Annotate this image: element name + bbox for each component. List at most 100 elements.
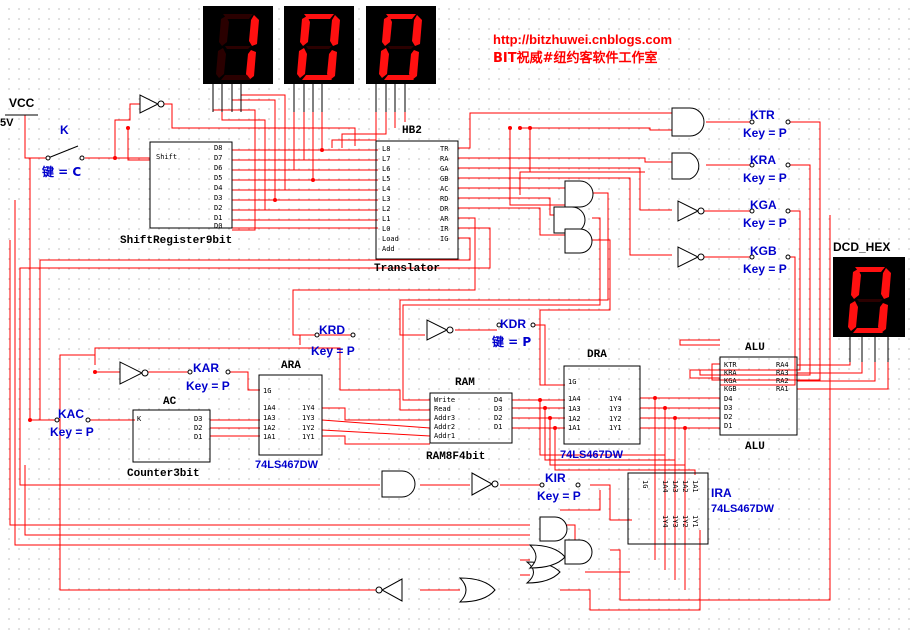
display-pins bbox=[212, 84, 889, 362]
switch-k-name[interactable]: K bbox=[60, 123, 69, 137]
or-gate-icon bbox=[458, 577, 496, 603]
switch-kdr-name[interactable]: KDR bbox=[500, 317, 526, 331]
switch-kra-name[interactable]: KRA bbox=[750, 153, 776, 167]
vcc-label: VCC bbox=[9, 96, 35, 110]
ara-caption: 74LS467DW bbox=[255, 459, 319, 471]
shift-pin: D8 bbox=[214, 144, 222, 152]
switch-krd-key: Key = P bbox=[311, 344, 355, 358]
switch-kir-name[interactable]: KIR bbox=[545, 471, 566, 485]
shift-pin-in: Shift bbox=[156, 153, 177, 161]
alu-chip: KTR KRA KGA KGB D4 D3 D2 D1 RA4 RA3 RA2 … bbox=[719, 356, 798, 436]
dra-pin: 1Y2 bbox=[609, 415, 622, 423]
seven-seg-digit-3 bbox=[366, 6, 436, 84]
switch-kgb-name[interactable]: KGB bbox=[750, 244, 777, 258]
dra-pin: 1G bbox=[568, 378, 576, 386]
switch-kar-key: Key = P bbox=[186, 379, 230, 393]
translator-chip: L8 L7 L6 L5 L4 L3 L2 L1 L0 Load Add TR R… bbox=[375, 140, 459, 260]
alu-pin: RA2 bbox=[776, 377, 789, 385]
ira-pin: 1Y1 bbox=[691, 515, 699, 528]
counter-chip: K D3 D2 D1 bbox=[132, 409, 211, 463]
and-gate-icon bbox=[539, 516, 568, 542]
switch-ktr-name[interactable]: KTR bbox=[750, 108, 775, 122]
not-gate-icon bbox=[471, 472, 499, 496]
ram-pin: D2 bbox=[494, 414, 502, 422]
shift-pin: D1 bbox=[214, 214, 222, 222]
switch-kra-key: Key = P bbox=[743, 171, 787, 185]
seven-seg-digit-2 bbox=[284, 6, 354, 84]
alu-pin: D4 bbox=[724, 395, 732, 403]
translator-pin: L3 bbox=[382, 195, 390, 203]
not-gate-icon bbox=[119, 361, 149, 385]
logic-gates bbox=[119, 94, 705, 603]
shift-pin: D4 bbox=[214, 184, 222, 192]
seven-seg-hex-display bbox=[833, 257, 905, 337]
translator-pin: TR bbox=[440, 145, 449, 153]
translator-pin: RA bbox=[440, 155, 449, 163]
alu-pin: KTR bbox=[724, 361, 737, 369]
junction-dots bbox=[28, 126, 687, 430]
translator-caption: Translator bbox=[374, 263, 440, 275]
dra-pin: 1Y4 bbox=[609, 395, 622, 403]
switch-kac-key: Key = P bbox=[50, 425, 94, 439]
not-gate-icon bbox=[426, 319, 454, 341]
not-gate-icon bbox=[375, 578, 403, 602]
and-gate-icon bbox=[564, 180, 594, 208]
not-gate-icon bbox=[677, 200, 705, 222]
dra-pin: 1Y3 bbox=[609, 405, 622, 413]
switch-kar-name[interactable]: KAR bbox=[193, 361, 219, 375]
translator-pin: Add bbox=[382, 245, 395, 253]
switch-ktr-key: Key = P bbox=[743, 126, 787, 140]
translator-pin: L1 bbox=[382, 215, 390, 223]
ram-caption: RAM8F4bit bbox=[426, 451, 485, 463]
shift-register-chip: Shift D8 D7 D6 D5 D4 D3 D2 D1 D0 bbox=[149, 141, 233, 230]
translator-pin: L4 bbox=[382, 185, 390, 193]
switch-kgb-key: Key = P bbox=[743, 262, 787, 276]
translator-pin: Load bbox=[382, 235, 399, 243]
alu-pin: D3 bbox=[724, 404, 732, 412]
or-gate-icon bbox=[528, 544, 566, 569]
not-gate-icon bbox=[139, 94, 165, 114]
ram-pin: Addr3 bbox=[434, 414, 455, 422]
hex-display-label: DCD_HEX bbox=[833, 240, 890, 254]
translator-pin: GB bbox=[440, 175, 448, 183]
ara-header: ARA bbox=[281, 360, 301, 372]
ira-pin: 1A1 bbox=[691, 480, 699, 493]
alu-header: ALU bbox=[745, 342, 765, 354]
watermark-studio: BIT祝威#纽约客软件工作室 bbox=[493, 50, 658, 66]
translator-pin: AR bbox=[440, 215, 449, 223]
ara-pin: 1A1 bbox=[263, 433, 276, 441]
counter-header: AC bbox=[163, 396, 177, 408]
alu-caption: ALU bbox=[745, 441, 765, 453]
translator-pin: L6 bbox=[382, 165, 390, 173]
dra-pin: 1Y1 bbox=[609, 424, 622, 432]
shift-pin: D0 bbox=[214, 222, 222, 230]
shift-register-caption: ShiftRegister9bit bbox=[120, 235, 232, 247]
and-gate-icon bbox=[671, 107, 705, 137]
switch-krd-name[interactable]: KRD bbox=[319, 323, 345, 337]
ram-pin: Write bbox=[434, 396, 455, 404]
counter-pin: D1 bbox=[194, 433, 202, 441]
counter-caption: Counter3bit bbox=[127, 468, 200, 480]
ira-pin: 1A2 bbox=[681, 480, 689, 493]
ara-pin: 1A2 bbox=[263, 424, 276, 432]
switch-kac-name[interactable]: KAC bbox=[58, 407, 84, 421]
and-gate-icon bbox=[671, 152, 700, 180]
dra-caption: 74LS467DW bbox=[560, 449, 624, 461]
dra-chip: 1G 1A4 1A3 1A2 1A1 1Y4 1Y3 1Y2 1Y1 bbox=[563, 365, 641, 445]
watermark-url: http://bitzhuwei.cnblogs.com bbox=[493, 32, 672, 47]
ara-pin: 1G bbox=[263, 387, 271, 395]
vcc-voltage: 5V bbox=[0, 117, 14, 129]
translator-pin: AC bbox=[440, 185, 448, 193]
alu-pin: RA4 bbox=[776, 361, 789, 369]
translator-pin: IR bbox=[440, 225, 449, 233]
translator-pin: L7 bbox=[382, 155, 390, 163]
switch-kga-key: Key = P bbox=[743, 216, 787, 230]
switch-kga-name[interactable]: KGA bbox=[750, 198, 777, 212]
dra-pin: 1A2 bbox=[568, 415, 581, 423]
and-gate-icon bbox=[564, 539, 593, 565]
counter-pin: D2 bbox=[194, 424, 202, 432]
not-gate-icon bbox=[677, 246, 705, 268]
ara-pin: 1Y2 bbox=[302, 424, 315, 432]
translator-pin: L0 bbox=[382, 225, 390, 233]
